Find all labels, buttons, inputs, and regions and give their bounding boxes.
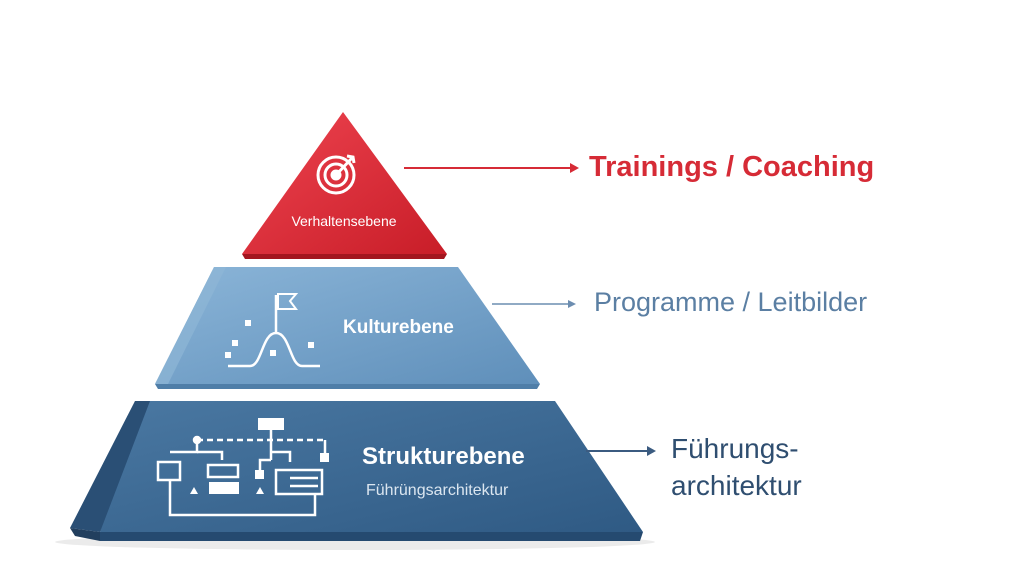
flag-curve-icon [225,293,320,368]
annotation-bottom-line2: architektur [671,470,802,501]
level-bottom-shape [70,401,643,541]
level-bottom-label: Strukturebene [362,443,525,470]
level-top-label: Verhaltensebene [291,213,397,229]
annotation-middle: Programme / Leitbilder [594,287,868,317]
level-top-shape [242,112,447,259]
level-middle-label: Kulturebene [343,317,454,338]
arrow-top [404,163,579,173]
level-bottom-subtitle: Führüngsarchitektur [366,482,509,499]
annotation-top: Trainings / Coaching [589,151,875,183]
target-icon [316,154,356,195]
level-middle-shape [155,267,540,389]
annotation-bottom-line1: Führungs- [671,433,799,464]
arrow-middle [492,300,576,308]
org-structure-icon [156,418,329,517]
arrow-bottom [586,446,656,456]
